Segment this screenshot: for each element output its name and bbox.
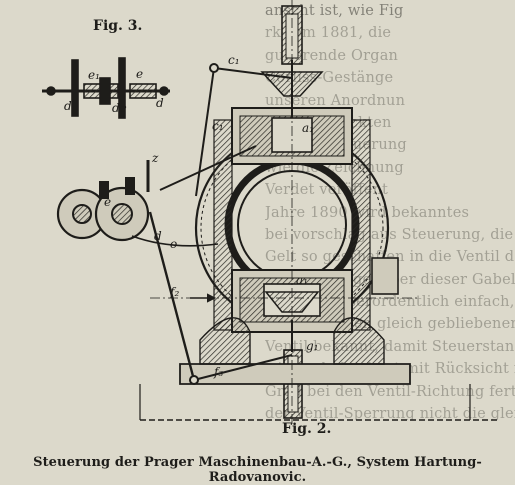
label-c1-mid: c₁ [212,119,224,133]
fig3-label-d-left: d [64,99,72,113]
fig3-eccentric-detail [42,57,170,119]
figure-2-label: Fig. 2. [282,421,332,437]
fig3-label-e1: e₁ [88,68,100,82]
body-text-line: bei vorschlag aus Steuerung, die sich [265,226,515,243]
valve-gear-linkage [56,63,293,385]
fig3-label-d-right: d [156,96,164,110]
label-o: o [170,237,177,251]
figure-3-label: Fig. 3. [93,18,143,34]
label-e: e [104,195,111,209]
label-d: d [154,229,162,243]
label-c1-top: c₁ [228,53,240,67]
cylinder-assembly [139,0,500,425]
figure-caption: Steuerung der Prager Maschinenbau-A.-G.,… [33,455,482,485]
fig3-label-d-mid: de [112,101,127,115]
label-a1-bottom: a₁ [296,273,308,287]
body-text-line: der Ventil-Sperrung nicht die gleich ist… [265,406,515,420]
label-g1: g₁ [306,339,319,353]
label-f3: f₃ [213,365,223,379]
fig3-label-e: e [136,67,143,81]
label-z: z [151,151,159,165]
body-text-line: Grad bei den Ventil-Richtung fertig wurd… [265,383,515,400]
label-a1-top: a₁ [302,121,314,135]
label-f2: f₂ [169,285,179,299]
body-text-line: Ventil bekannt, damit Steuerstange unter… [265,338,515,355]
